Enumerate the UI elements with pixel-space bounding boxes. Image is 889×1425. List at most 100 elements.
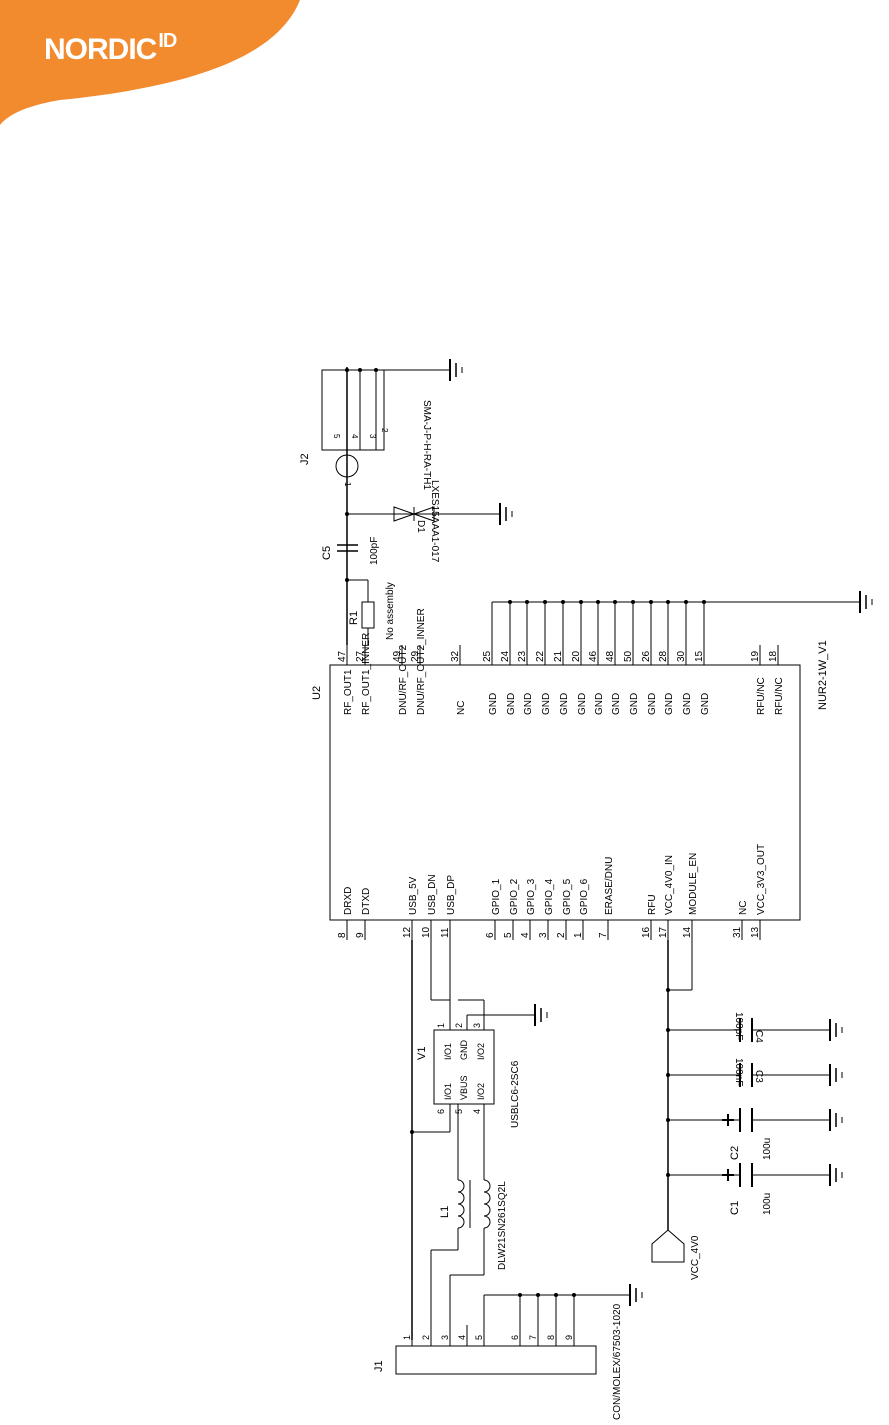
u1-value: USBLC6-2SC6 [510,1060,521,1128]
junction-dot [525,600,529,604]
u2-pin-name: USB_5V [408,876,419,915]
u2-pin-name: MODULE_EN [688,853,699,915]
r1-value: No assembly [385,582,396,640]
u2-pin-number: 7 [598,932,609,938]
u2-pin-name: RF_OUT1 [343,669,354,715]
u1-pin-name: VBUS [459,1075,469,1100]
junction-dot [579,600,583,604]
junction-dot [649,600,653,604]
l1-winding [457,1179,465,1229]
u2-pin-number: 28 [658,650,669,662]
l1-designator: L1 [439,1206,451,1218]
j1-pin-number: 7 [528,1335,538,1340]
junction-dot [572,1293,576,1297]
c2-designator: C2 [729,1146,741,1160]
u2-pin-name: GPIO_3 [526,878,537,915]
u2-pin-name: VCC_4V0_IN [664,855,675,915]
junction-dot [666,988,670,992]
junction-dot [508,600,512,604]
j1-pin-number: 1 [402,1335,412,1340]
u2-pin-number: 48 [605,650,616,662]
brand-suffix: ID [158,30,177,52]
u2-pin-name: GND [523,693,534,715]
u2-pin-number: 23 [517,650,528,662]
vcc-label: VCC_4V0 [690,1235,701,1280]
u1-pin-number: 2 [454,1023,464,1028]
u2-pin-number: 2 [556,932,567,938]
u2-pin-number: 18 [768,650,779,662]
u2-pin-name: DRXD [343,887,354,915]
u2-pin-number: 26 [641,650,652,662]
u2-pin-name: RFU/NC [756,677,767,715]
u2-value: NUR2-1W_V1 [817,640,829,710]
u1-pin-number: 4 [472,1109,482,1114]
u2-pin-name: DNU/RF_OUT2 [398,645,409,715]
u2-pin-name: RFU [647,894,658,915]
u2-pin-name: DTXD [361,888,372,915]
j1-value: CON/MOLEX/67503-1020 [612,1303,623,1420]
u2-pin-name: GND [488,693,499,715]
j2-pin-label: 4 [350,434,359,439]
u1-pin-name: I/O2 [476,1043,486,1060]
u2-pin-name: DNU/RF_OUT2_INNER [416,608,427,715]
junction-dot [666,600,670,604]
u2-pin-number: 49 [392,650,403,662]
u2-pin-number: 27 [355,650,366,662]
u2-pin-number: 47 [337,650,348,662]
u1-pin-name: I/O2 [476,1083,486,1100]
u2-pin-number: 24 [500,650,511,662]
vcc-port [651,1229,685,1263]
u2-designator: U2 [311,686,323,700]
c1-designator: C1 [729,1201,741,1215]
u2-pin-number: 17 [658,926,669,938]
u2-pin-name: GPIO_2 [509,878,520,915]
u1-pin-number: 1 [436,1023,446,1028]
u2-pin-name: GND [541,693,552,715]
u2-pin-name: GPIO_5 [562,878,573,915]
u2-pin-name: GND [700,693,711,715]
u2-pin-number: 10 [421,926,432,938]
junction-dot [561,600,565,604]
u2-pin-number: 6 [485,932,496,938]
u2-pin-number: 5 [503,932,514,938]
u2-pin-number: 50 [623,650,634,662]
u2-pin-number: 22 [535,650,546,662]
u2-pin-name: VCC_3V3_OUT [756,844,767,915]
junction-dot [613,600,617,604]
u1-pin-number: 6 [436,1109,446,1114]
u1-pin-number: 5 [454,1109,464,1114]
j2-designator: J2 [299,453,311,465]
u2-pin-name: GPIO_6 [579,878,590,915]
u2-pin-number: 11 [440,927,451,938]
junction-dot [702,600,706,604]
u1-pin-name: GND [459,1040,469,1061]
u2-pin-number: 9 [355,932,366,938]
junction-dot [536,1293,540,1297]
u2-pin-number: 29 [410,650,421,662]
junction-dot [543,600,547,604]
u2-pin-name: GND [664,693,675,715]
r1-designator: R1 [348,611,360,625]
u2-pin-name: GPIO_4 [544,878,555,915]
j2-pin-label: 2 [380,428,389,433]
u2-pin-number: 16 [641,926,652,938]
u2-pin-name: GND [577,693,588,715]
u2-pin-name: GND [629,693,640,715]
junction-dot [684,600,688,604]
junction-dot [631,600,635,604]
u1-designator: V1 [416,1047,428,1060]
u1-pin-name: I/O1 [443,1083,453,1100]
c3-designator: C3 [753,1070,764,1083]
u2-pin-number: 13 [750,926,761,938]
u2-pin-name: GND [506,693,517,715]
u2-pin-number: 31 [732,926,743,938]
d1-body [393,506,435,522]
c1-value: 100u [762,1193,773,1215]
j1-pin-number: 6 [510,1335,520,1340]
u2-pin-name: RFU/NC [774,677,785,715]
u2-pin-number: 19 [750,650,761,662]
header-banner [0,0,300,125]
u2-pin-number: 1 [573,932,584,938]
